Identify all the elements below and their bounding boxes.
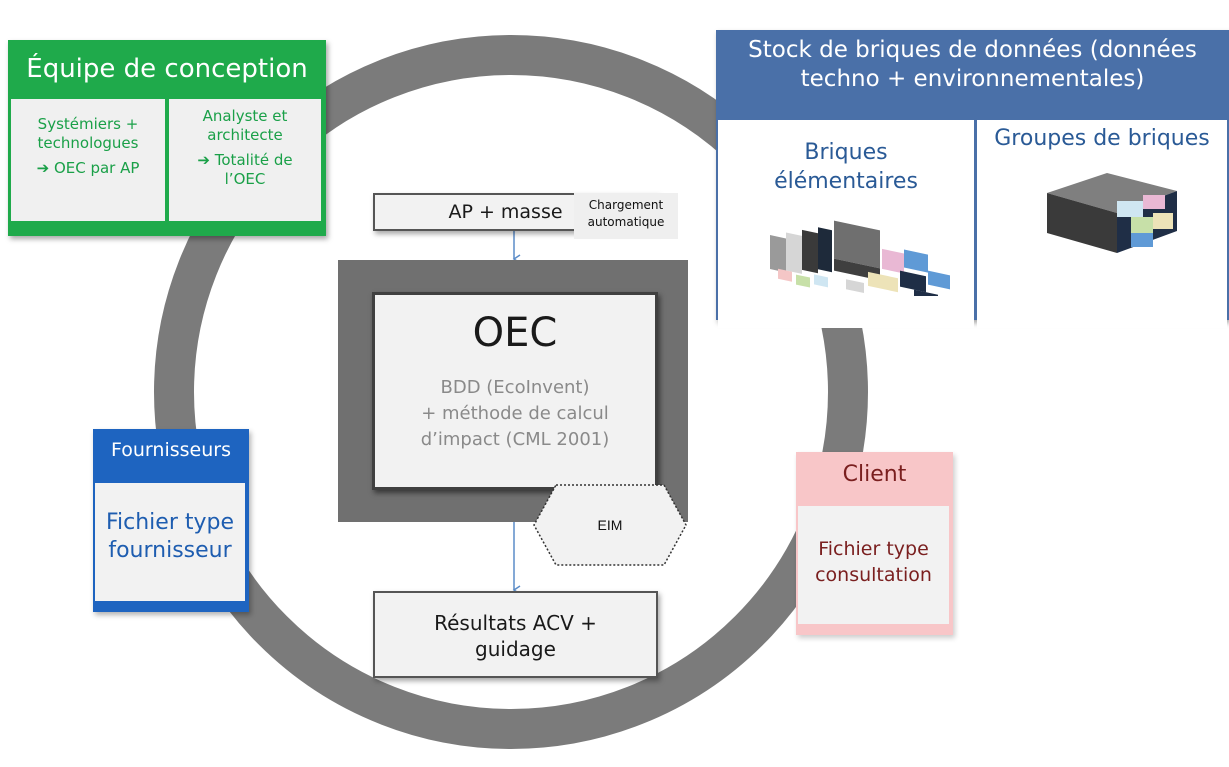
stock-title-line2: techno + environnementales) — [800, 66, 1145, 92]
elementary-bricks-illustration — [770, 220, 950, 296]
suppliers-title: Fournisseurs — [111, 439, 231, 461]
oec-box: OEC BDD (EcoInvent) + méthode de calcul … — [372, 292, 658, 490]
client-file-line1: Fichier type — [818, 538, 929, 560]
brick-groups-label: Groupes de briques — [994, 126, 1210, 151]
system-designers-line2: technologues — [37, 134, 139, 152]
oec-desc-line1: BDD (EcoInvent) — [440, 377, 590, 398]
lifecycle-ring — [154, 35, 868, 749]
analyst-architect-cell: Analyste et architecte ➔ Totalité de l’O… — [169, 99, 321, 221]
system-designers-result-row: ➔ OEC par AP — [11, 159, 165, 178]
eim-hexagon: EIM — [533, 484, 687, 566]
system-designers-cell: Systémiers + technologues ➔ OEC par AP — [11, 99, 165, 221]
system-designers-result: OEC par AP — [53, 159, 140, 177]
system-designers-line1: Systémiers + — [37, 115, 139, 133]
brick-group-icon — [1047, 173, 1177, 253]
oec-title: OEC — [472, 310, 558, 356]
elementary-bricks-line1: Briques — [804, 140, 888, 165]
right-arrow-icon: ➔ — [36, 159, 50, 177]
analyst-result1: Totalité de — [214, 151, 293, 169]
brick-groups-cell: Groupes de briques — [977, 120, 1227, 328]
suppliers-file-box: Fichier type fournisseur — [95, 483, 245, 601]
analyst-line2: architecte — [207, 126, 283, 144]
brick-icon — [770, 220, 950, 296]
suppliers-file-line2: fournisseur — [108, 538, 232, 563]
client-file-box: Fichier type consultation — [798, 506, 949, 624]
right-arrow-icon: ➔ — [197, 151, 210, 169]
oec-desc-line2: + méthode de calcul — [421, 403, 609, 424]
stock-title-line1: Stock de briques de données (données — [748, 37, 1197, 63]
results-line1: Résultats ACV + — [434, 611, 597, 635]
oec-desc-line3: d’impact (CML 2001) — [420, 429, 610, 450]
analyst-result2: l’OEC — [224, 170, 266, 188]
brick-groups-illustration — [1047, 173, 1177, 253]
eim-label: EIM — [598, 517, 623, 533]
elementary-bricks-cell: Briques élémentaires — [718, 120, 974, 328]
stock-title: Stock de briques de données (données tec… — [716, 36, 1229, 94]
client-title: Client — [842, 462, 907, 487]
auto-loading-line1: Chargement — [588, 198, 664, 212]
client-panel: Client Fichier type consultation — [796, 452, 953, 635]
oec-description: BDD (EcoInvent) + méthode de calcul d’im… — [375, 375, 655, 453]
analyst-result-row: ➔ Totalité de — [169, 151, 321, 170]
results-line2: guidage — [475, 637, 556, 661]
suppliers-file-line1: Fichier type — [105, 510, 235, 535]
results-box: Résultats ACV + guidage — [373, 591, 658, 678]
design-team-panel: Équipe de conception Systémiers + techno… — [8, 40, 326, 236]
input-ap-masse-label: AP + masse — [448, 201, 563, 223]
auto-loading-line2: automatique — [587, 215, 665, 229]
elementary-bricks-line2: élémentaires — [774, 169, 918, 194]
client-file-line2: consultation — [815, 564, 932, 586]
analyst-line1: Analyste et — [202, 107, 288, 125]
auto-loading-tag: Chargement automatique — [574, 193, 678, 239]
data-bricks-stock-panel: Stock de briques de données (données tec… — [716, 30, 1229, 328]
design-team-title: Équipe de conception — [26, 54, 308, 84]
suppliers-panel: Fournisseurs Fichier type fournisseur — [93, 429, 249, 612]
